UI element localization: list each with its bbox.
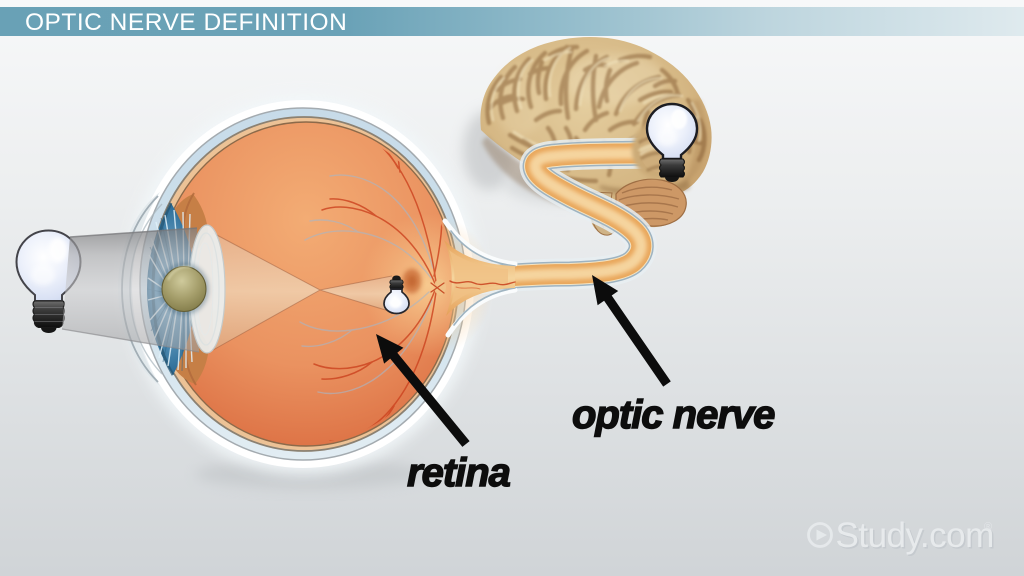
svg-text:Study.com: Study.com [836,516,994,555]
svg-text:OPTIC NERVE DEFINITION: OPTIC NERVE DEFINITION [25,9,347,36]
svg-text:optic nerve: optic nerve [572,393,775,437]
svg-text:®: ® [984,521,992,533]
svg-text:retina: retina [407,451,511,495]
svg-text:Study.com: Study.com [837,518,995,557]
